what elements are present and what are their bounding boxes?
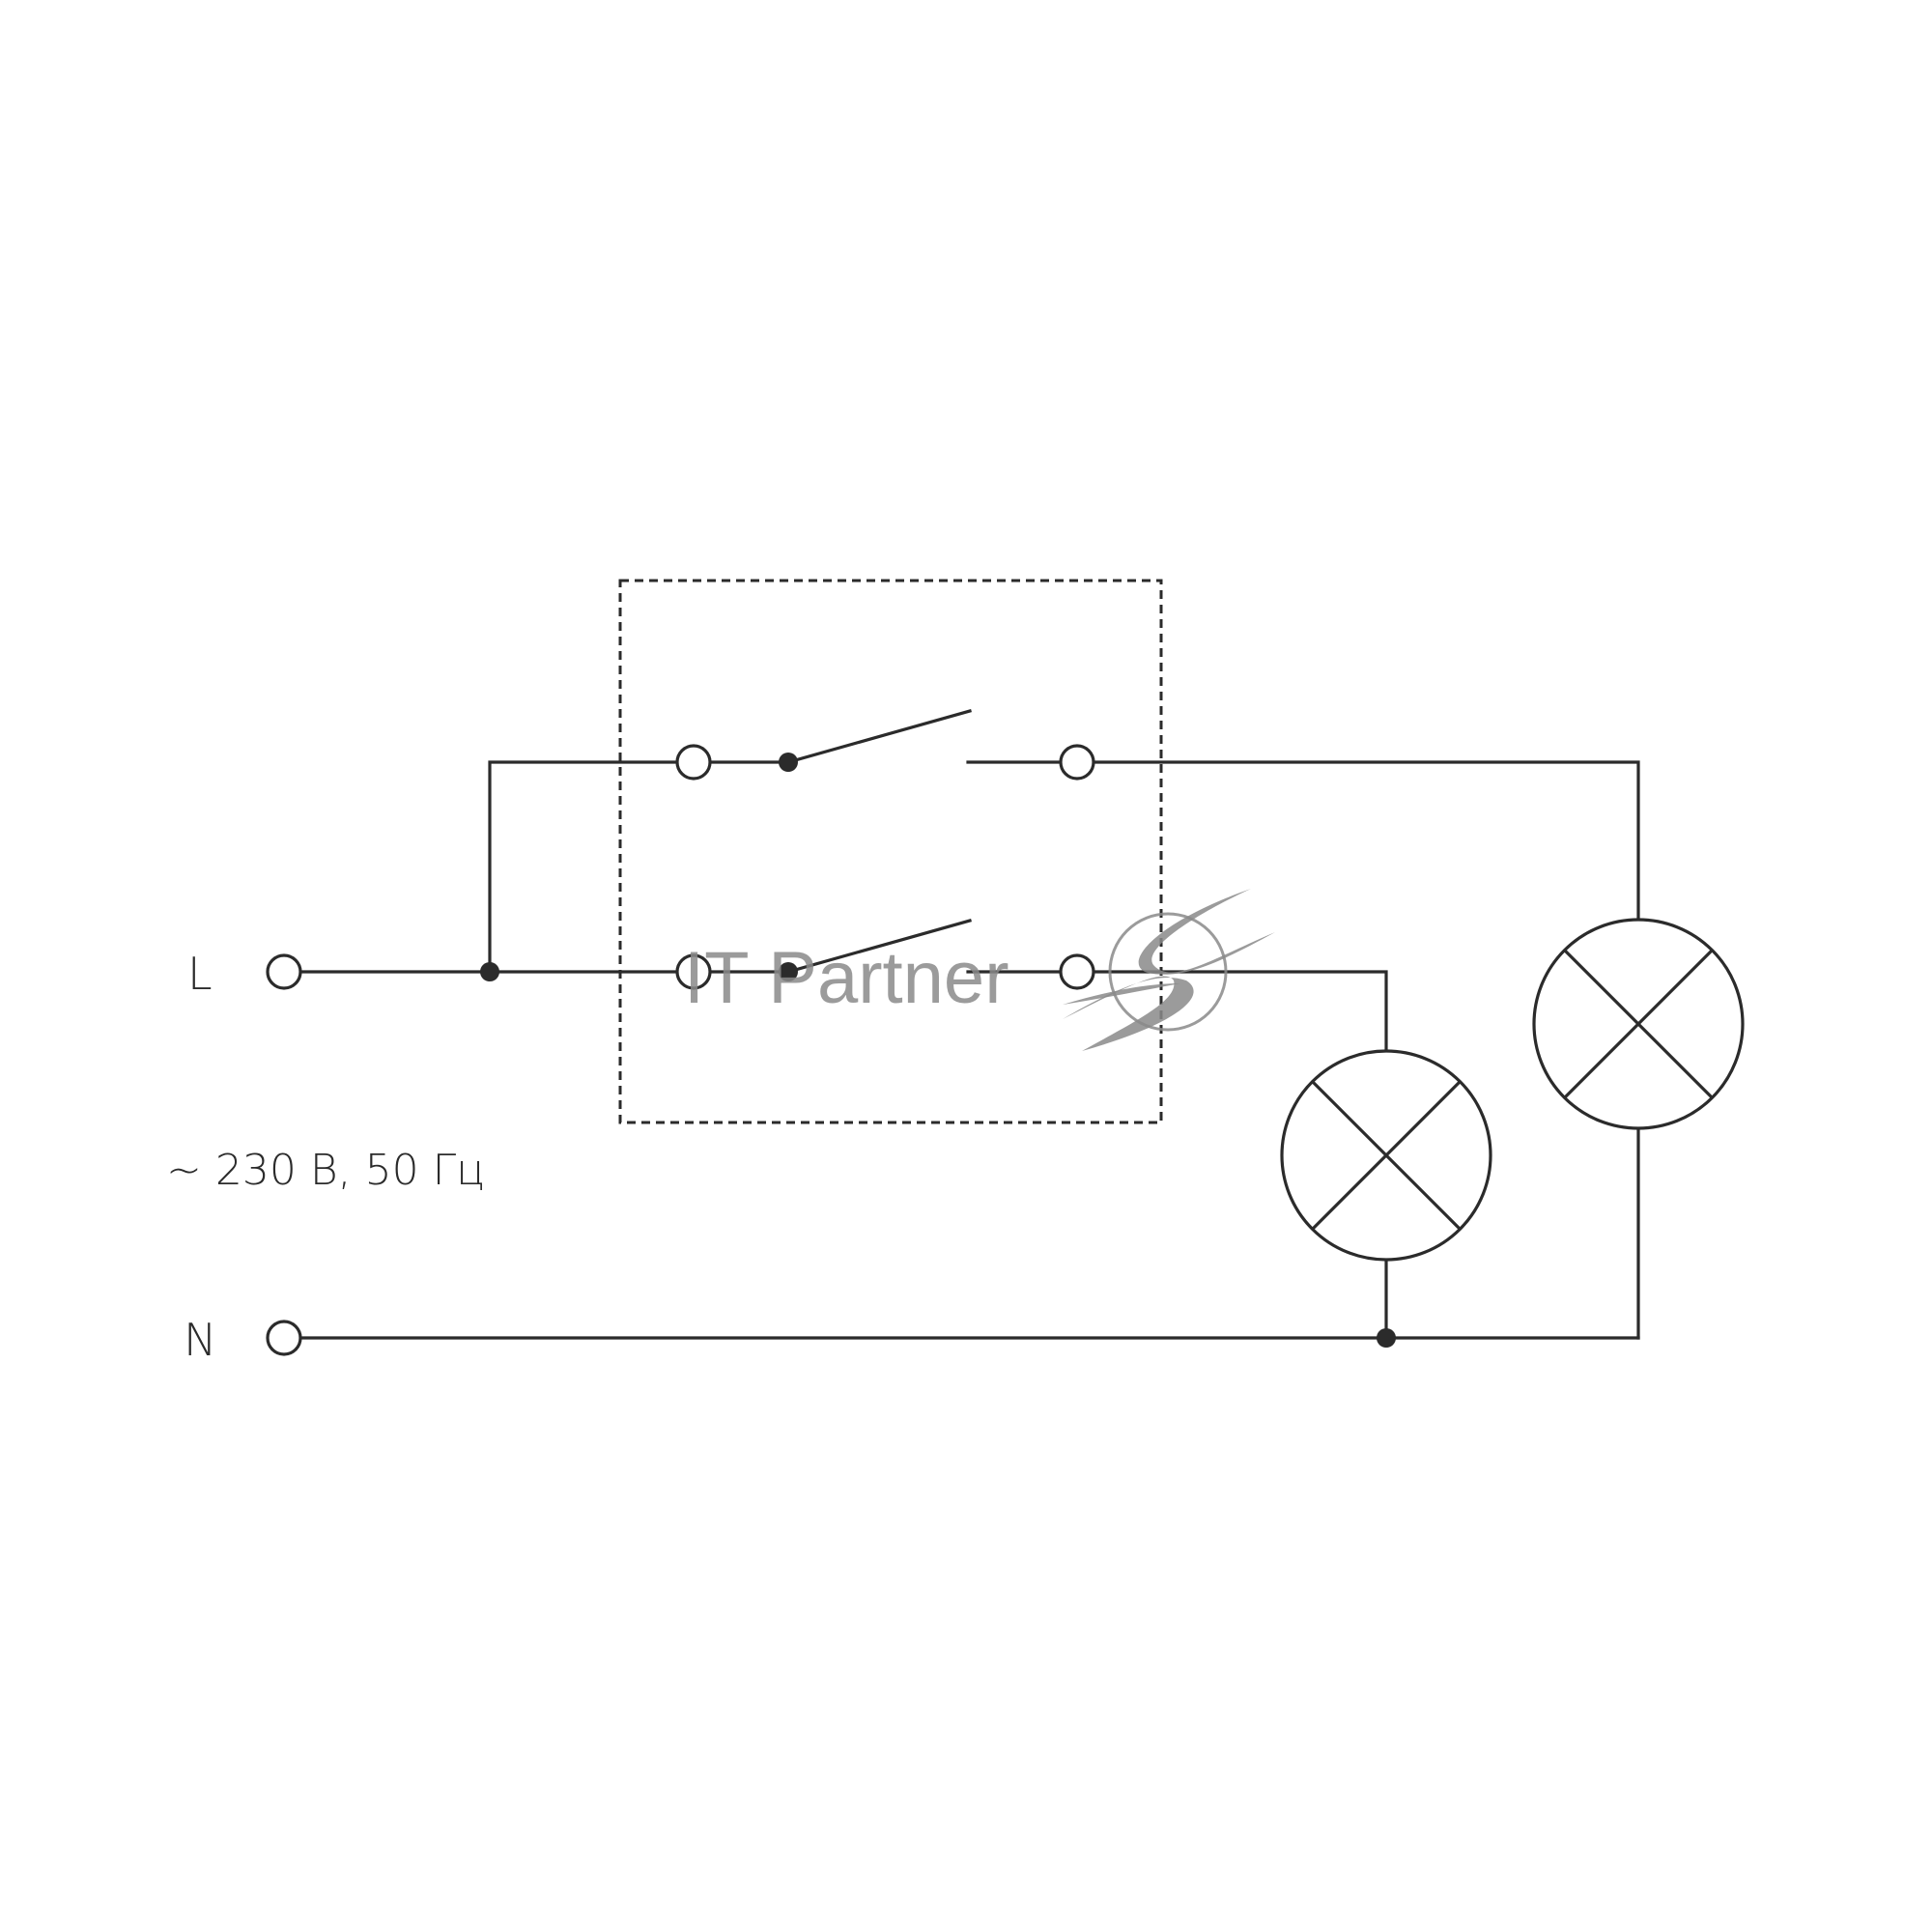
label-neutral: N xyxy=(184,1314,216,1366)
watermark-ring xyxy=(1108,912,1228,1032)
watermark-text: IT Partner xyxy=(684,937,1009,1019)
terminal-lower-switch-in xyxy=(675,953,712,990)
switch-enclosure xyxy=(618,579,1163,1124)
watermark-wing-icon xyxy=(1063,983,1180,1005)
junction-neutral xyxy=(1377,1328,1396,1348)
watermark-swoosh-icon-lower xyxy=(1063,976,1194,1051)
terminal-lower-switch-out xyxy=(1059,953,1095,990)
wire-to-lamp-middle xyxy=(1092,970,1388,1053)
lower-switch-blade xyxy=(786,919,972,974)
lamp-middle xyxy=(1280,1049,1492,1262)
lamp-right xyxy=(1532,918,1745,1130)
watermark-logo: IT Partner xyxy=(684,889,1275,1051)
upper-switch-blade xyxy=(786,709,972,764)
junction-line-branch xyxy=(480,962,499,981)
terminal-neutral xyxy=(266,1320,302,1356)
terminal-line xyxy=(266,953,302,990)
label-supply: ~ 230 В, 50 Гц xyxy=(166,1146,485,1195)
watermark-swoosh-icon xyxy=(1138,889,1275,975)
wire-to-lamp-right xyxy=(1092,760,1640,921)
terminal-upper-switch-out xyxy=(1059,744,1095,781)
label-line: L xyxy=(187,948,213,1000)
junction-upper-pivot xyxy=(779,753,798,772)
terminal-upper-switch-in xyxy=(675,744,712,781)
wire-branch-upper xyxy=(488,760,679,974)
junction-lower-pivot xyxy=(779,962,798,981)
